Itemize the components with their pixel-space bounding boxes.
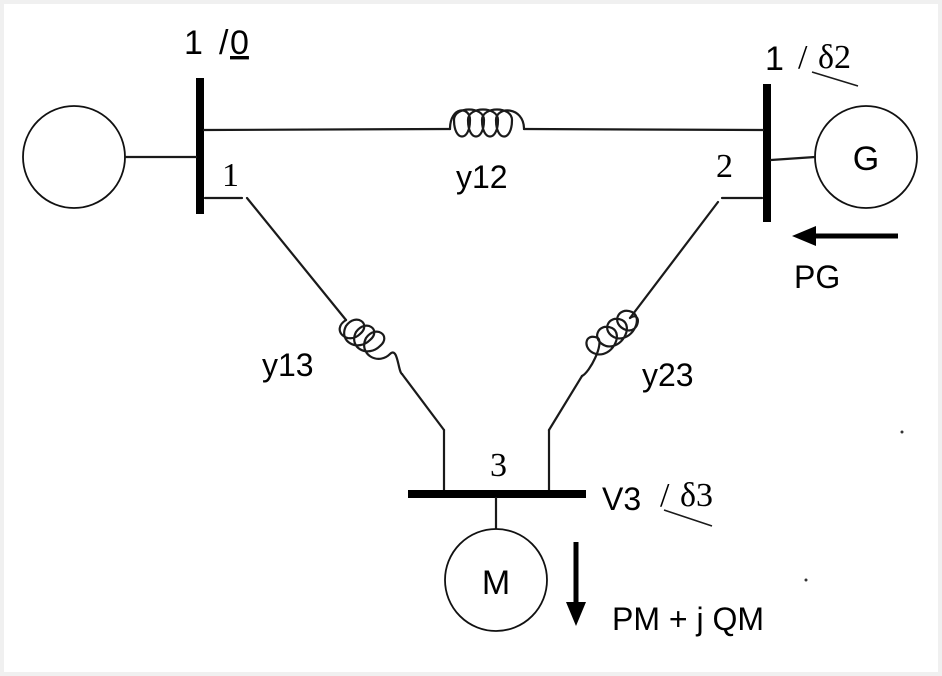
bus-2-angle-symbol: /	[798, 39, 808, 76]
bus-1-angle-symbol: /	[219, 24, 229, 62]
bus-1-number: 1	[222, 157, 239, 194]
motor-circle	[444, 528, 548, 632]
bus-2-number: 2	[716, 148, 733, 185]
bus-2-voltage-angle: δ2	[818, 39, 851, 76]
motor-label: M	[482, 564, 510, 602]
motor-power-label: PM + j QM	[612, 601, 764, 637]
line-23-inductor	[580, 309, 639, 378]
speck	[900, 430, 904, 434]
bus-1-machine-circle	[22, 105, 126, 209]
bus-2-angle-underline	[811, 71, 859, 87]
line-13-lower-wire	[400, 372, 446, 432]
bus-3-angle-underline	[663, 509, 713, 527]
bus-3-number: 3	[490, 447, 507, 484]
bus-3-angle-symbol: /	[660, 477, 670, 514]
generator-label: G	[853, 140, 879, 178]
motor-power-arrow-head	[566, 602, 586, 626]
line-13-upper-wire	[245, 196, 348, 322]
line-12-left-wire	[202, 127, 452, 132]
line-12-label: y12	[456, 159, 508, 195]
line-23-label: y23	[642, 357, 694, 393]
speck	[804, 578, 808, 582]
line-13-inductor	[338, 318, 404, 376]
line-23-upper-wire	[628, 200, 720, 320]
bus-3-voltage-magnitude: V3	[602, 481, 641, 517]
line-23-lower-wire	[547, 374, 584, 432]
generator-connector	[769, 155, 817, 162]
bus-3-voltage-angle: δ3	[680, 477, 713, 514]
line-12-right-wire	[522, 127, 765, 132]
bus-1-voltage-angle: 0	[230, 24, 249, 62]
bus-2-voltage-magnitude: 1	[765, 40, 784, 78]
generator-power-arrow-head	[792, 226, 816, 246]
bus-1-voltage-magnitude: 1	[184, 24, 203, 62]
generator-power-label: PG	[794, 259, 840, 295]
line-12-inductor	[448, 108, 526, 138]
line-13-label: y13	[262, 347, 314, 383]
